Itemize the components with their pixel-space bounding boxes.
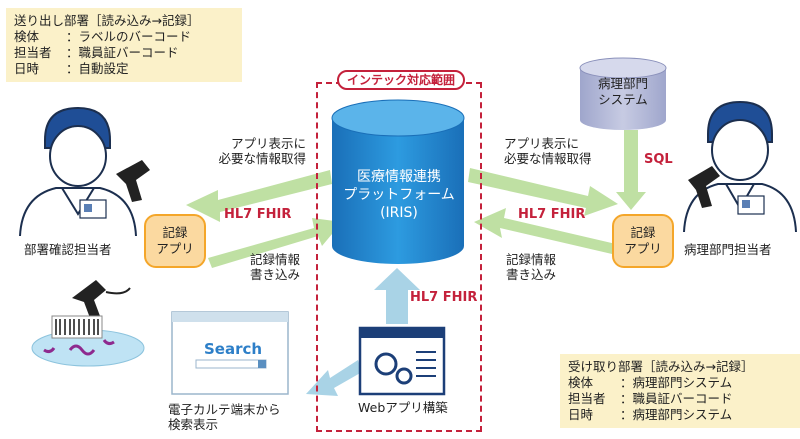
right-app-line2: アプリ — [624, 241, 662, 256]
receiver-row-value: 職員証バーコード — [632, 391, 733, 406]
receiver-row-key: 日時 — [568, 407, 594, 422]
sender-row-datetime: 日時：自動設定 — [14, 61, 129, 76]
right-write-line2: 書き込み — [506, 267, 557, 282]
web-to-browser-arrow — [306, 360, 362, 396]
iris-label: 医療情報連携 プラットフォーム (IRIS) — [330, 168, 468, 222]
browser-search-text: Search — [204, 340, 263, 358]
right-person-label: 病理部門担当者 — [684, 242, 772, 257]
pathology-system-label: 病理部門 システム — [580, 76, 666, 108]
receiver-row-value: 病理部門システム — [632, 375, 733, 390]
sender-box-title: 送り出し部署［読み込み→記録］ — [14, 13, 200, 28]
iris-label-line1: 医療情報連携 — [357, 169, 441, 185]
web-hl7-label: HL7 FHIR — [410, 290, 478, 305]
browser-window-icon — [171, 311, 289, 395]
sender-row-value: 職員証バーコード — [78, 45, 179, 60]
left-fetch-label: アプリ表示に 必要な情報取得 — [196, 136, 306, 166]
sender-row-staff: 担当者：職員証バーコード — [14, 45, 179, 60]
right-record-app[interactable]: 記録 アプリ — [612, 214, 674, 268]
scope-label: インテック対応範囲 — [337, 70, 465, 90]
web-to-iris-arrow — [374, 268, 420, 324]
left-record-app[interactable]: 記録 アプリ — [144, 214, 206, 268]
left-write-label: 記録情報 書き込み — [250, 252, 300, 282]
receiver-box-title: 受け取り部署［読み込み→記録］ — [568, 359, 754, 374]
right-write-line1: 記録情報 — [506, 252, 557, 267]
left-write-arrow — [208, 218, 342, 268]
iris-label-line3: (IRIS) — [380, 205, 418, 221]
web-app-build-icon — [358, 326, 446, 396]
left-person-icon — [19, 106, 137, 237]
left-fetch-line1: アプリ表示に — [230, 136, 306, 151]
pathology-label-line2: システム — [598, 92, 648, 107]
right-app-line1: 記録 — [630, 225, 656, 240]
iris-cylinder — [331, 99, 465, 264]
left-write-line1: 記録情報 — [250, 252, 301, 267]
pathology-label-line1: 病理部門 — [597, 76, 648, 91]
left-hl7-label: HL7 FHIR — [224, 207, 292, 222]
pathology-cylinder — [579, 57, 667, 130]
iris-label-line2: プラットフォーム — [343, 187, 455, 203]
sender-row-key: 検体 — [14, 29, 40, 44]
right-write-label: 記録情報 書き込み — [506, 252, 556, 282]
receiver-row-datetime: 日時：病理部門システム — [568, 407, 733, 422]
left-app-line2: アプリ — [156, 241, 194, 256]
left-fetch-line2: 必要な情報取得 — [218, 151, 306, 166]
ehr-label: 電子カルテ端末から 検索表示 — [168, 402, 281, 432]
specimen-dish-icon — [31, 315, 145, 367]
ehr-label-line2: 検索表示 — [168, 417, 219, 432]
right-fetch-line1: アプリ表示に — [504, 136, 580, 151]
right-scanner-icon — [688, 166, 720, 208]
sql-label: SQL — [644, 152, 673, 167]
right-fetch-line2: 必要な情報取得 — [504, 151, 592, 166]
right-fetch-label: アプリ表示に 必要な情報取得 — [504, 136, 592, 166]
receiver-row-specimen: 検体：病理部門システム — [568, 375, 733, 390]
receiver-row-value: 病理部門システム — [632, 407, 733, 422]
sender-info-box: 送り出し部署［読み込み→記録］ 検体：ラベルのバーコード 担当者：職員証バーコー… — [6, 8, 242, 82]
receiver-row-staff: 担当者：職員証バーコード — [568, 391, 733, 406]
sender-row-key: 担当者 — [14, 45, 52, 60]
sender-row-specimen: 検体：ラベルのバーコード — [14, 29, 192, 44]
left-scanner-icon — [116, 160, 150, 202]
right-fetch-arrow — [468, 168, 618, 216]
web-build-label: Webアプリ構築 — [358, 400, 448, 415]
sql-arrow — [616, 130, 646, 210]
left-fetch-arrow — [186, 170, 332, 222]
specimen-scanner-icon — [72, 280, 131, 318]
sender-row-key: 日時 — [14, 61, 40, 76]
receiver-row-key: 検体 — [568, 375, 594, 390]
scope-frame — [316, 82, 482, 432]
ehr-label-line1: 電子カルテ端末から — [168, 402, 281, 417]
left-app-line1: 記録 — [162, 225, 188, 240]
sender-row-value: ラベルのバーコード — [78, 29, 192, 44]
left-person-label: 部署確認担当者 — [24, 242, 112, 257]
left-write-line2: 書き込み — [250, 267, 301, 282]
sender-row-value: 自動設定 — [78, 61, 129, 76]
right-person-icon — [683, 100, 797, 233]
receiver-row-key: 担当者 — [568, 391, 606, 406]
receiver-info-box: 受け取り部署［読み込み→記録］ 検体：病理部門システム 担当者：職員証バーコード… — [560, 354, 800, 428]
right-write-arrow — [474, 208, 616, 254]
right-hl7-label: HL7 FHIR — [518, 207, 586, 222]
